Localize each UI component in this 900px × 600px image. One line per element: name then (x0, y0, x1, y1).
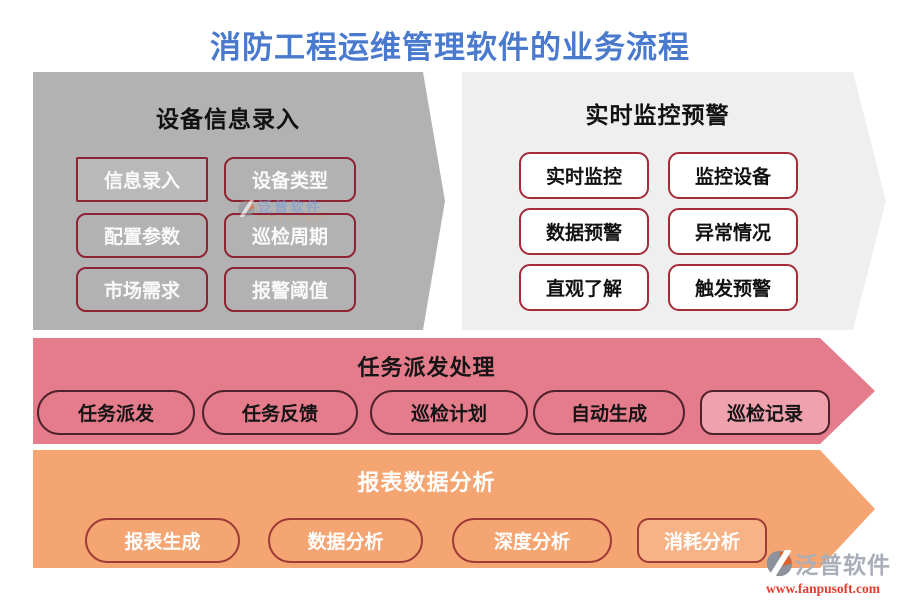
node-trigger-alert: 触发预警 (668, 264, 798, 311)
node-info-entry: 信息录入 (76, 157, 208, 202)
node-auto-generate: 自动生成 (533, 390, 685, 435)
footer-logo: 泛普软件 www.fanpusoft.com (766, 546, 898, 597)
report-analysis-title: 报表数据分析 (357, 470, 496, 495)
node-market-demand: 市场需求 (76, 267, 208, 312)
node-data-alert: 数据预警 (519, 208, 649, 255)
report-analysis-band: 报表数据分析 报表生成 数据分析 深度分析 消耗分析 (33, 450, 875, 568)
node-data-analysis: 数据分析 (268, 518, 423, 563)
node-patrol-plan: 巡检计划 (370, 390, 528, 435)
watermark-brand: 泛普软件 (258, 199, 322, 215)
node-task-feedback: 任务反馈 (202, 390, 358, 435)
monitoring-panel: 实时监控预警 实时监控 监控设备 数据预警 异常情况 直观了解 触发预警 (462, 72, 886, 330)
page-title: 消防工程运维管理软件的业务流程 (210, 30, 690, 65)
device-entry-title: 设备信息录入 (156, 106, 300, 132)
node-config-params: 配置参数 (76, 213, 208, 258)
node-report-generate: 报表生成 (85, 518, 240, 563)
node-task-dispatch: 任务派发 (37, 390, 195, 435)
node-patrol-record: 巡检记录 (700, 390, 830, 435)
footer-brand-name: 泛普软件 (795, 552, 891, 578)
node-monitor-device: 监控设备 (668, 152, 798, 199)
node-patrol-cycle: 巡检周期 (224, 213, 356, 258)
monitoring-title: 实时监控预警 (585, 102, 730, 128)
node-alarm-threshold: 报警阈值 (224, 267, 356, 312)
node-abnormal-situation: 异常情况 (668, 208, 798, 255)
node-realtime-monitor: 实时监控 (519, 152, 649, 199)
task-dispatch-band: 任务派发处理 任务派发 任务反馈 巡检计划 自动生成 巡检记录 (33, 338, 875, 444)
node-consumption-analysis: 消耗分析 (637, 518, 767, 563)
node-intuitive-view: 直观了解 (519, 264, 649, 311)
device-entry-panel: 设备信息录入 信息录入 设备类型 配置参数 巡检周期 市场需求 报警阈值 泛普软… (33, 72, 445, 330)
node-deep-analysis: 深度分析 (452, 518, 612, 563)
fanpu-logo-icon (766, 549, 793, 577)
node-device-type: 设备类型 (224, 157, 356, 202)
footer-url: www.fanpusoft.com (766, 581, 881, 596)
task-dispatch-title: 任务派发处理 (357, 355, 496, 380)
